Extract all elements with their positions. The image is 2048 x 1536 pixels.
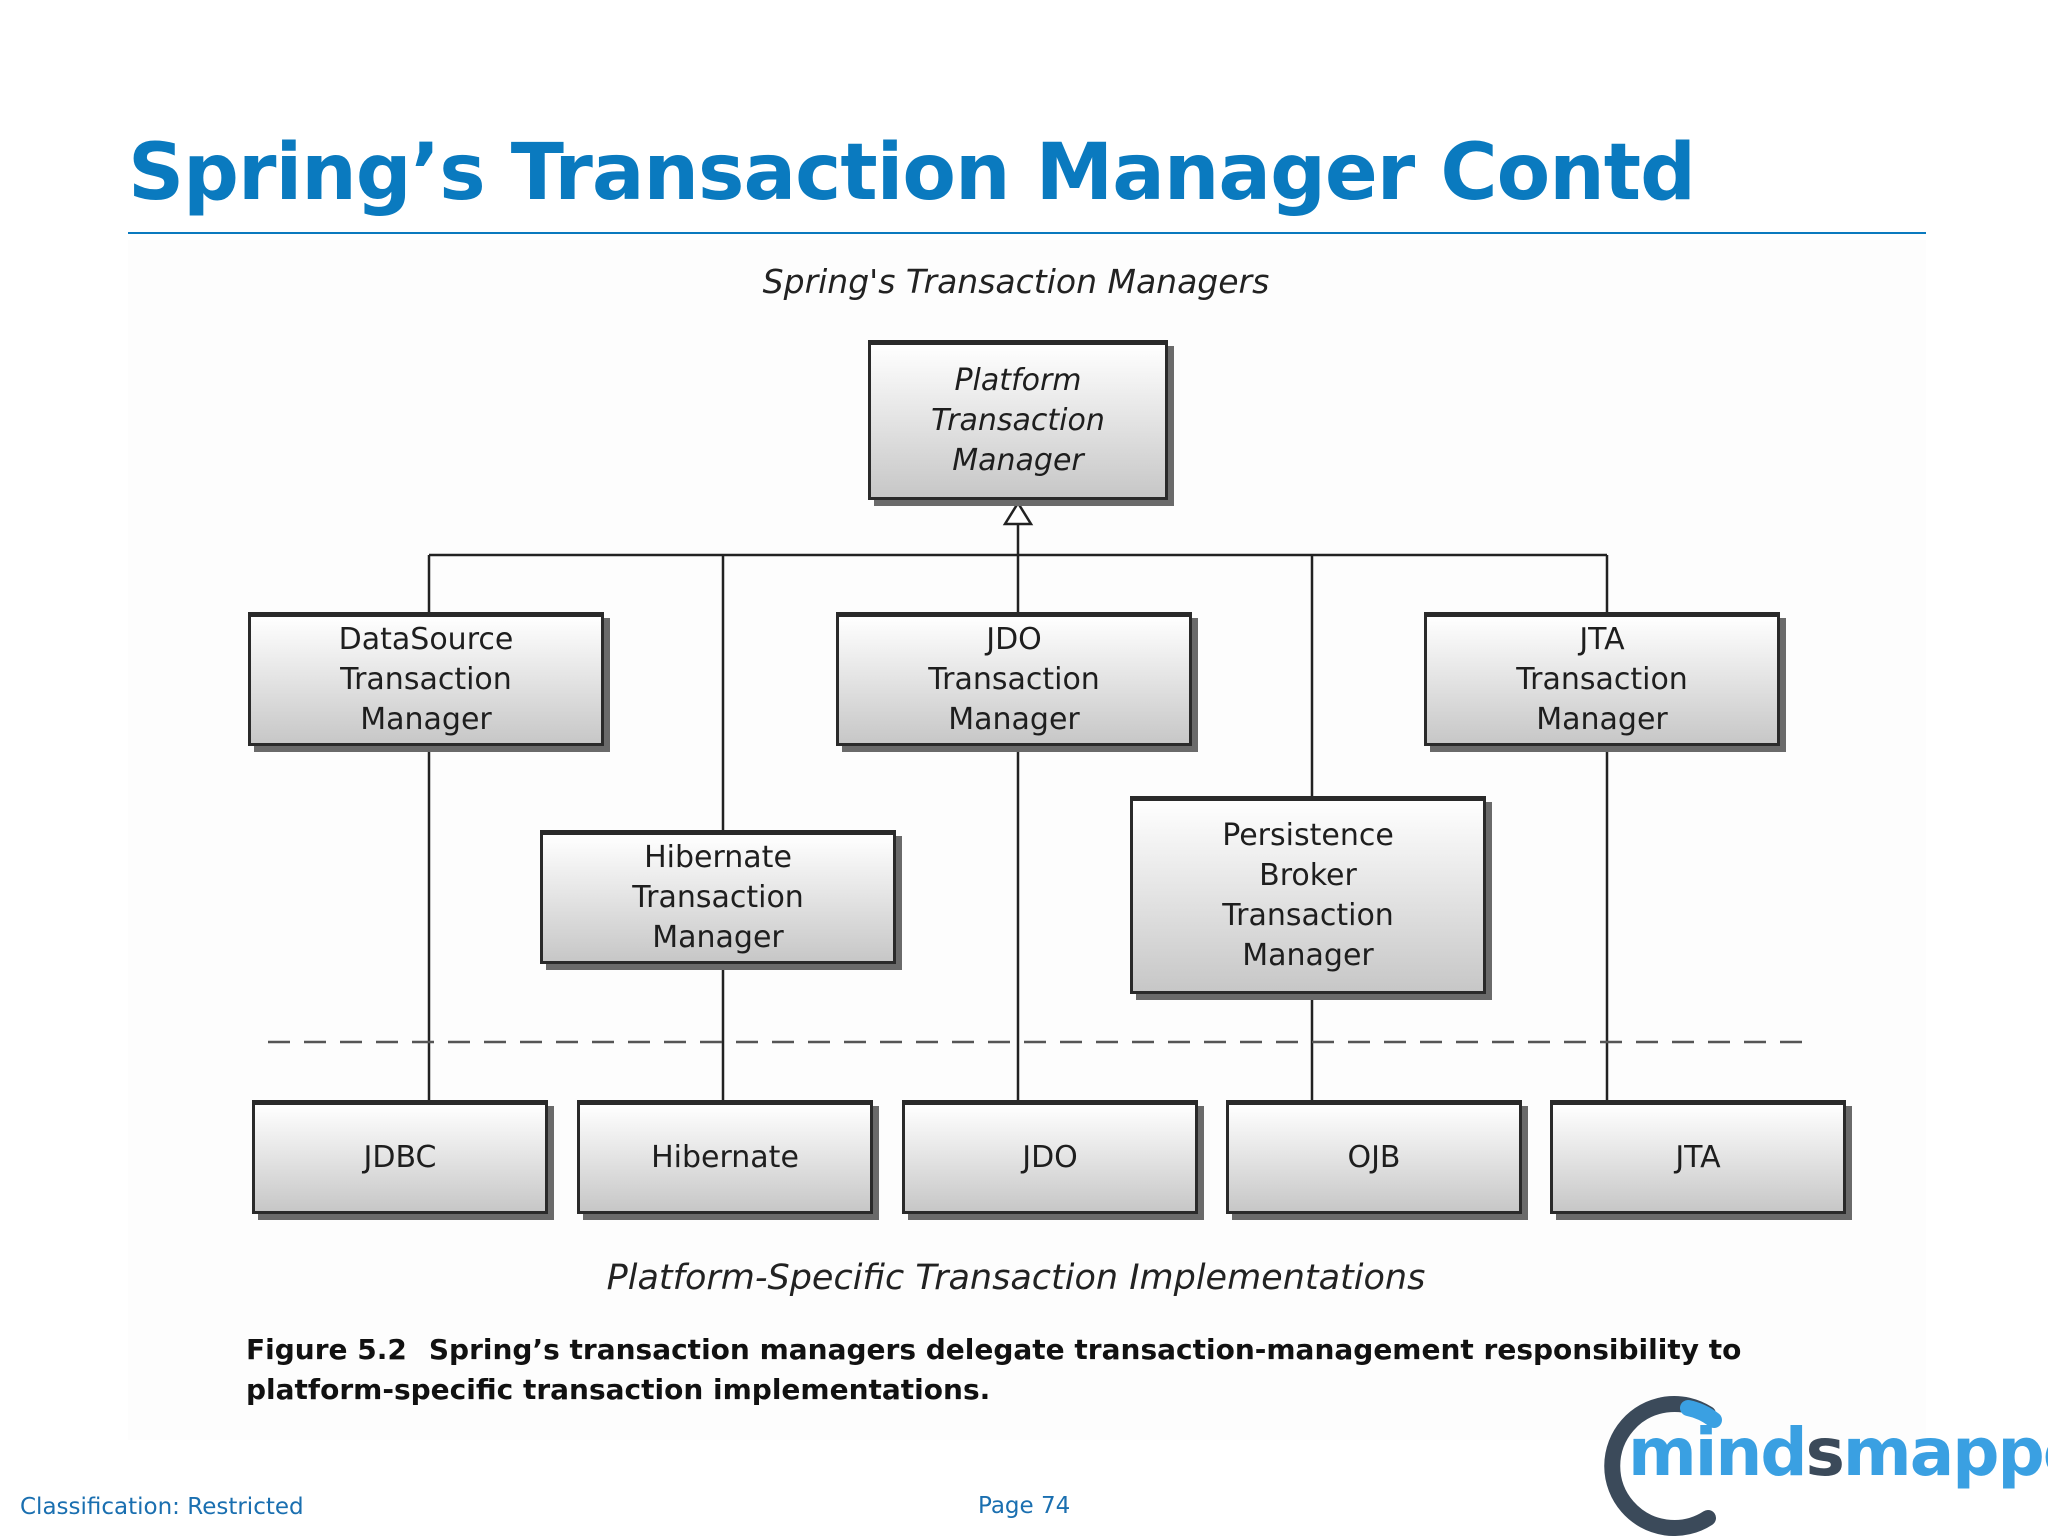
manager-box-jta: JTA Transaction Manager xyxy=(1424,612,1780,746)
implementation-box-hibernate: Hibernate xyxy=(577,1100,873,1214)
figure-label: Figure 5.2 xyxy=(246,1333,407,1366)
footer-classification: Classification: Restricted xyxy=(20,1494,304,1520)
inheritance-arrowhead xyxy=(1002,500,1034,526)
diagram-top-caption: Spring's Transaction Managers xyxy=(762,262,1270,301)
logo-ring-icon xyxy=(1604,1396,1722,1536)
figure-caption-text: Spring’s transaction managers delegate t… xyxy=(246,1333,1742,1406)
manager-box-jdo: JDO Transaction Manager xyxy=(836,612,1192,746)
slide-title: Spring’s Transaction Manager Contd xyxy=(128,128,1696,218)
diagram-bottom-caption: Platform-Specific Transaction Implementa… xyxy=(606,1258,1426,1298)
implementation-box-jdbc: JDBC xyxy=(252,1100,548,1214)
implementation-box-ojb: OJB xyxy=(1226,1100,1522,1214)
manager-box-datasource: DataSource Transaction Manager xyxy=(248,612,604,746)
manager-box-hibernate: Hibernate Transaction Manager xyxy=(540,830,896,964)
footer-page-number: Page 74 xyxy=(978,1493,1071,1519)
implementation-box-jdo: JDO xyxy=(902,1100,1198,1214)
logo-wordmark: mindsmapped xyxy=(1628,1414,2048,1491)
title-underline xyxy=(128,232,1926,234)
implementation-box-jta: JTA xyxy=(1550,1100,1846,1214)
manager-box-persistence-broker: Persistence Broker Transaction Manager xyxy=(1130,796,1486,994)
mindsmapped-logo: mindsmapped xyxy=(1588,1386,2048,1536)
platform-transaction-manager-box: Platform Transaction Manager xyxy=(868,340,1168,500)
